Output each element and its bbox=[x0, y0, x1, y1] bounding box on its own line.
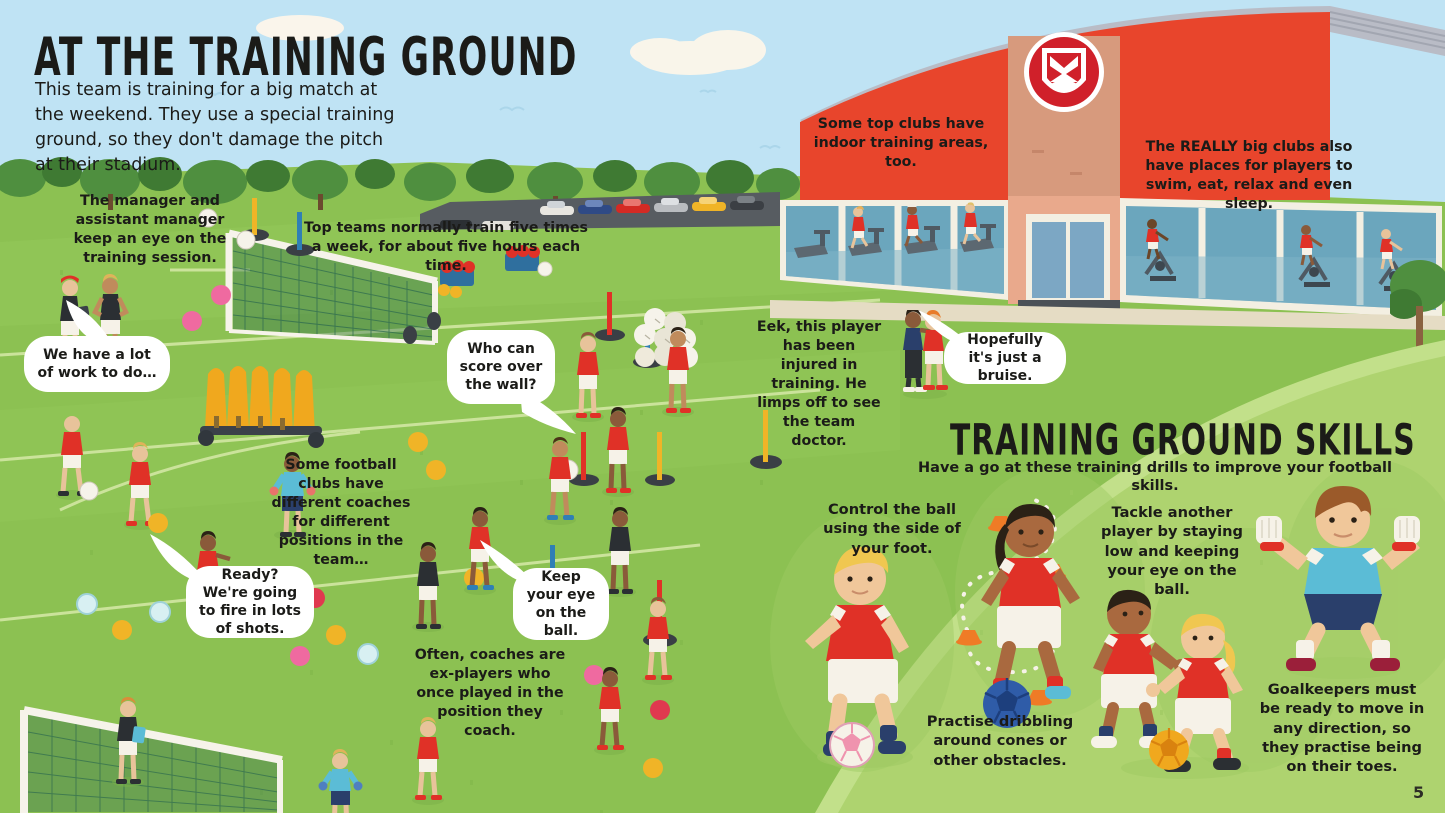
annotation-top-teams: Top teams normally train five times a we… bbox=[304, 220, 588, 275]
indoor-training-building bbox=[770, 6, 1445, 330]
skill-caption-goalkeepers: Goalkeepers must be ready to move in any… bbox=[1258, 680, 1426, 776]
skills-heading: TRAINING GROUND SKILLS bbox=[950, 414, 1416, 465]
shots-bubble-text: Ready? We're going to fire in lots of sh… bbox=[199, 566, 301, 638]
goalkeeper-glove-right bbox=[1392, 516, 1420, 551]
skill-caption-dribbling-rest: around cones or other obstacles. bbox=[933, 732, 1067, 769]
player-assistant bbox=[91, 274, 130, 367]
manager-bubble: We have a lot of work to do… bbox=[24, 336, 170, 392]
skill-caption-control-bold: Control bbox=[827, 501, 889, 518]
skill-caption-dribbling-pre: Practise bbox=[926, 713, 999, 730]
annotation-ex-players: Often, coaches are ex-players who once p… bbox=[414, 647, 566, 740]
skill-caption-goalkeepers-rest: must be ready to move in any direction, … bbox=[1259, 681, 1425, 775]
annotation-injured: Eek, this player has been injured in tra… bbox=[756, 319, 882, 450]
wall-bubble: Who can score over the wall? bbox=[447, 330, 555, 404]
bruise-bubble-text: Hopefully it's just a bruise. bbox=[967, 331, 1043, 385]
player-red-b bbox=[662, 327, 694, 417]
player-red-e bbox=[464, 507, 496, 595]
annotation-indoor-areas: Some top clubs have indoor training area… bbox=[813, 116, 989, 171]
player-red-c bbox=[602, 407, 634, 497]
player-red-h bbox=[642, 597, 674, 685]
shots-bubble-tail bbox=[150, 534, 202, 582]
skill-caption-control: Control the ball using the side of your … bbox=[822, 500, 962, 558]
page-intro: This team is training for a big match at… bbox=[35, 80, 395, 175]
tackle-attacker bbox=[1146, 613, 1243, 772]
annotation-manager: The manager and assistant manager keep a… bbox=[73, 193, 227, 267]
bruise-bubble-tail bbox=[918, 310, 970, 346]
player-keeper-top bbox=[269, 452, 316, 540]
player-red-g bbox=[594, 667, 626, 755]
gym-windows-left bbox=[786, 202, 1004, 294]
skill-figure-dribbling bbox=[956, 498, 1080, 733]
wall-bubble-tail bbox=[520, 390, 576, 434]
skill-caption-goalkeepers-bold: Goalkeepers bbox=[1267, 681, 1370, 698]
shots-bubble: Ready? We're going to fire in lots of sh… bbox=[186, 566, 314, 638]
player-black-kit-right bbox=[604, 507, 636, 597]
manager-bubble-tail bbox=[66, 300, 110, 344]
ball-crate-group bbox=[438, 245, 553, 298]
player-red-d bbox=[544, 437, 576, 525]
eye-bubble-text: Keep your eye on the ball. bbox=[526, 568, 596, 640]
runner-figures bbox=[850, 202, 982, 249]
football-orange bbox=[1149, 728, 1189, 770]
loose-ball-group bbox=[76, 208, 670, 778]
annotation-really-big-clubs: The REALLY big clubs also have places fo… bbox=[1145, 139, 1353, 213]
skill-figure-goalkeeper bbox=[1256, 486, 1420, 679]
injured-player-pair bbox=[903, 310, 948, 399]
eye-bubble: Keep your eye on the ball. bbox=[513, 568, 609, 640]
trees-left bbox=[0, 157, 800, 210]
football-blue bbox=[983, 678, 1031, 728]
wall-bubble-text: Who can score over the wall? bbox=[459, 340, 543, 394]
page-title: AT THE TRAINING GROUND bbox=[34, 27, 578, 89]
mannequin-wall bbox=[198, 366, 324, 448]
page-number: 5 bbox=[1413, 783, 1425, 802]
tackle-defender bbox=[1091, 589, 1188, 748]
car-park bbox=[420, 192, 780, 230]
player-red-a bbox=[572, 332, 604, 422]
skill-caption-tackle-rest: another player by staying low and keepin… bbox=[1101, 504, 1243, 598]
club-crest-icon bbox=[1024, 32, 1104, 112]
annotation-different-coaches: Some football clubs have different coach… bbox=[271, 457, 411, 569]
player-coach-clipboard bbox=[112, 697, 146, 787]
player-keeper-mid bbox=[318, 749, 363, 813]
physio-figure bbox=[903, 310, 935, 392]
car-row bbox=[440, 196, 764, 230]
treadmill-group bbox=[794, 224, 996, 258]
skill-caption-dribbling-bold: dribbling bbox=[998, 713, 1074, 730]
player-red-standing-1 bbox=[56, 416, 99, 501]
player-red-standing-2 bbox=[124, 442, 168, 533]
skill-caption-dribbling: Practise dribbling around cones or other… bbox=[920, 712, 1080, 770]
goalkeeper-glove-left bbox=[1256, 516, 1284, 551]
tree-line bbox=[0, 157, 800, 210]
tree-right bbox=[1390, 260, 1445, 352]
football-pink bbox=[829, 722, 875, 768]
skills-subheading: Have a go at these training drills to im… bbox=[918, 460, 1392, 494]
mannequin-group bbox=[205, 366, 315, 434]
manager-bubble-text: We have a lot of work to do… bbox=[37, 346, 157, 381]
skill-caption-tackle-bold: Tackle bbox=[1111, 504, 1163, 521]
goal-top bbox=[225, 229, 441, 345]
eye-bubble-tail bbox=[480, 540, 532, 584]
skill-caption-tackle: Tackle another player by staying low and… bbox=[1096, 503, 1248, 599]
skill-caption-control-rest: the ball using the side of your foot. bbox=[823, 501, 961, 557]
skill-figure-control bbox=[805, 546, 913, 768]
cyclist-figures bbox=[1146, 219, 1403, 270]
skill-figure-tackle bbox=[1091, 589, 1249, 779]
player-black-kit-left bbox=[412, 542, 444, 632]
bird-group bbox=[204, 89, 781, 150]
player-red-f bbox=[412, 717, 444, 805]
goal-bottom-left bbox=[20, 706, 283, 813]
